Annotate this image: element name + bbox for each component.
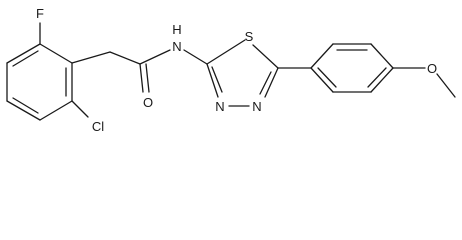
bond: [12, 97, 39, 114]
bond: [206, 39, 246, 65]
sulfur-atom-label: S: [245, 29, 254, 44]
bond: [367, 67, 387, 88]
ring-nitrogen-atom-label: N: [215, 99, 224, 114]
bond: [211, 66, 223, 93]
bond: [436, 73, 456, 98]
carbonyl-oxygen-atom-label: O: [143, 95, 153, 110]
bond: [370, 67, 394, 93]
bond: [109, 51, 141, 65]
bond: [39, 43, 73, 64]
bond: [183, 49, 208, 65]
chlorine-atom-label: Cl: [92, 119, 104, 134]
molecule-structure: F Cl O H N S N N O: [6, 6, 456, 134]
bond: [71, 51, 111, 64]
bond: [139, 63, 144, 93]
atom-labels: F Cl O H N S N N O: [36, 6, 437, 134]
ring-nitrogen-atom-label: N: [252, 99, 261, 114]
amide-nitrogen-atom-label: N: [172, 39, 181, 54]
bond: [71, 100, 89, 118]
bond: [145, 63, 150, 93]
methoxy-oxygen-atom-label: O: [427, 61, 437, 76]
bond: [317, 67, 337, 88]
bond: [39, 100, 73, 121]
bond: [370, 43, 394, 69]
amide-hydrogen-atom-label: H: [172, 22, 181, 37]
bond: [310, 67, 334, 93]
bond: [259, 71, 272, 95]
bond-lines: [6, 22, 456, 121]
fluorine-atom-label: F: [36, 6, 44, 21]
bond: [264, 67, 279, 98]
bond: [6, 43, 41, 64]
bond: [6, 100, 41, 121]
bond: [139, 49, 171, 65]
bond: [310, 43, 334, 69]
bond: [206, 63, 219, 98]
bond: [12, 50, 39, 67]
bond: [252, 44, 279, 69]
